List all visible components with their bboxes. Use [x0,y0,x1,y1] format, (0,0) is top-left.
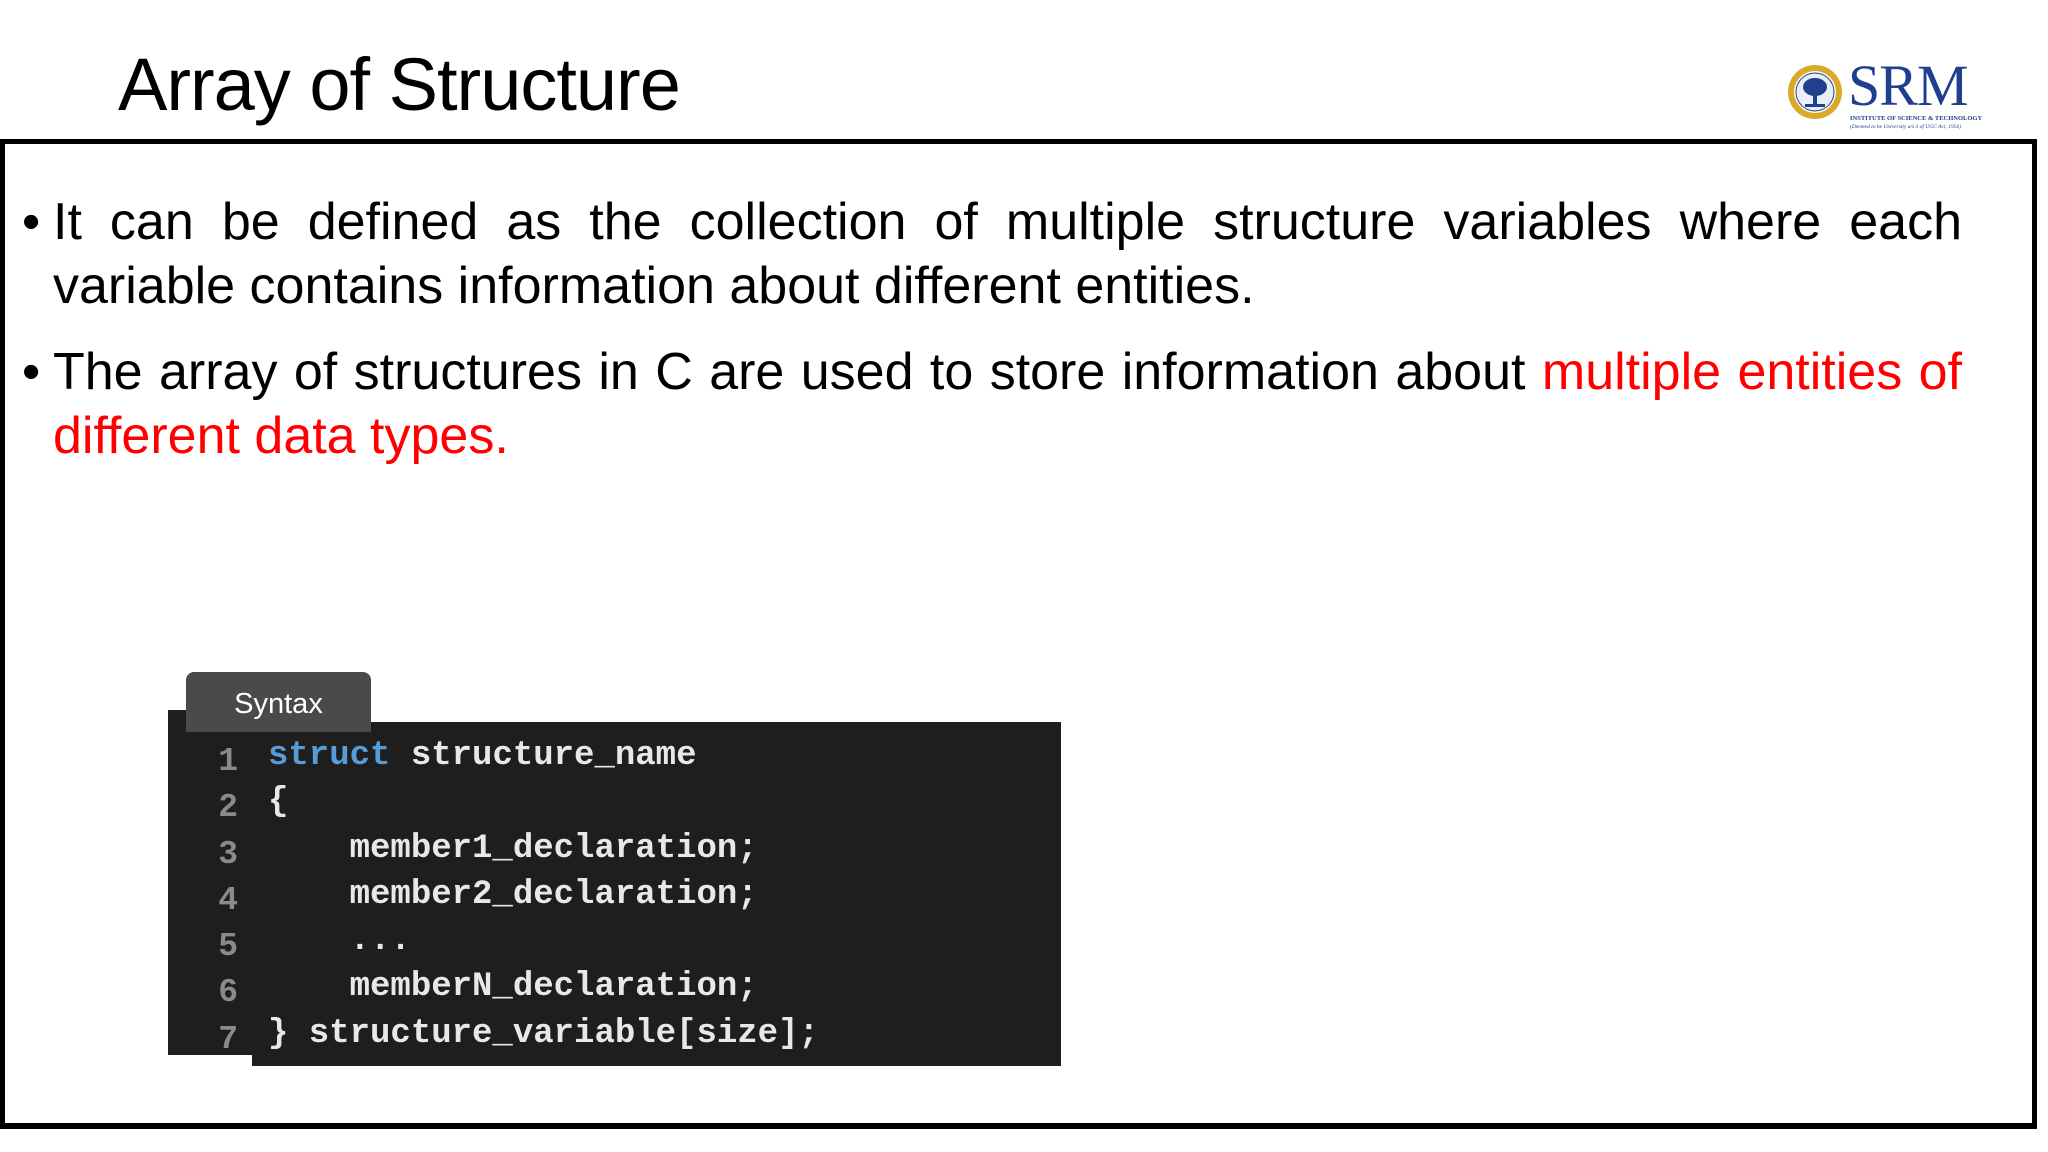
logo-subtitle: INSTITUTE OF SCIENCE & TECHNOLOGY [1850,115,1983,122]
bullet-text: The array of structures in C are used to… [53,343,1542,401]
code-line: 6 memberN_declaration; [168,961,758,1009]
code-line: 4 member2_declaration; [168,869,758,917]
line-number: 2 [218,789,238,827]
bullet-item: • The array of structures in C are used … [22,340,1962,468]
code-content: ... [268,922,411,961]
code-line: 7 } structure_variable[size]; [168,1008,819,1056]
content-frame [0,139,2037,1129]
code-gutter-background [168,710,254,1055]
logo-tagline: (Deemed to be University u/s 3 of UGC Ac… [1850,124,1962,130]
line-number: 6 [218,974,238,1012]
bullet-item: • It can be defined as the collection of… [22,190,1962,318]
syntax-tab: Syntax [186,672,371,732]
code-line: 5 ... [168,915,411,963]
code-content: memberN_declaration; [268,968,758,1007]
line-number: 4 [218,881,238,919]
bullet-dot-icon: • [22,343,41,401]
srm-seal-icon [1788,65,1842,119]
bullet-list: • It can be defined as the collection of… [22,190,1962,490]
srm-logo: SRM INSTITUTE OF SCIENCE & TECHNOLOGY (D… [1786,54,1991,135]
code-text: struct structure_name [268,736,696,776]
code-panel [252,722,1061,1066]
slide-title: Array of Structure [118,43,681,126]
line-number: 3 [218,835,238,873]
code-content: { [268,783,289,822]
code-content: structure_name [390,737,697,775]
bullet-dot-icon: • [22,193,41,251]
line-number: 7 [218,1020,238,1058]
code-line: 2 { [168,776,288,824]
code-block: 1 struct structure_name 2 { 3 member1_de… [168,730,819,1056]
code-content: member2_declaration; [268,875,758,914]
code-keyword: struct [268,737,391,775]
code-content: } structure_variable[size]; [268,1014,819,1053]
line-number: 1 [218,743,238,780]
logo-name: SRM [1848,53,1969,118]
code-content: member1_declaration; [268,829,758,868]
line-number: 5 [218,928,238,966]
code-line: 3 member1_declaration; [168,823,758,871]
bullet-text: It can be defined as the collection of m… [53,193,1962,315]
code-line: 1 struct structure_name [168,730,696,778]
bullet-highlight: multiple entities of different data type… [53,343,1962,465]
